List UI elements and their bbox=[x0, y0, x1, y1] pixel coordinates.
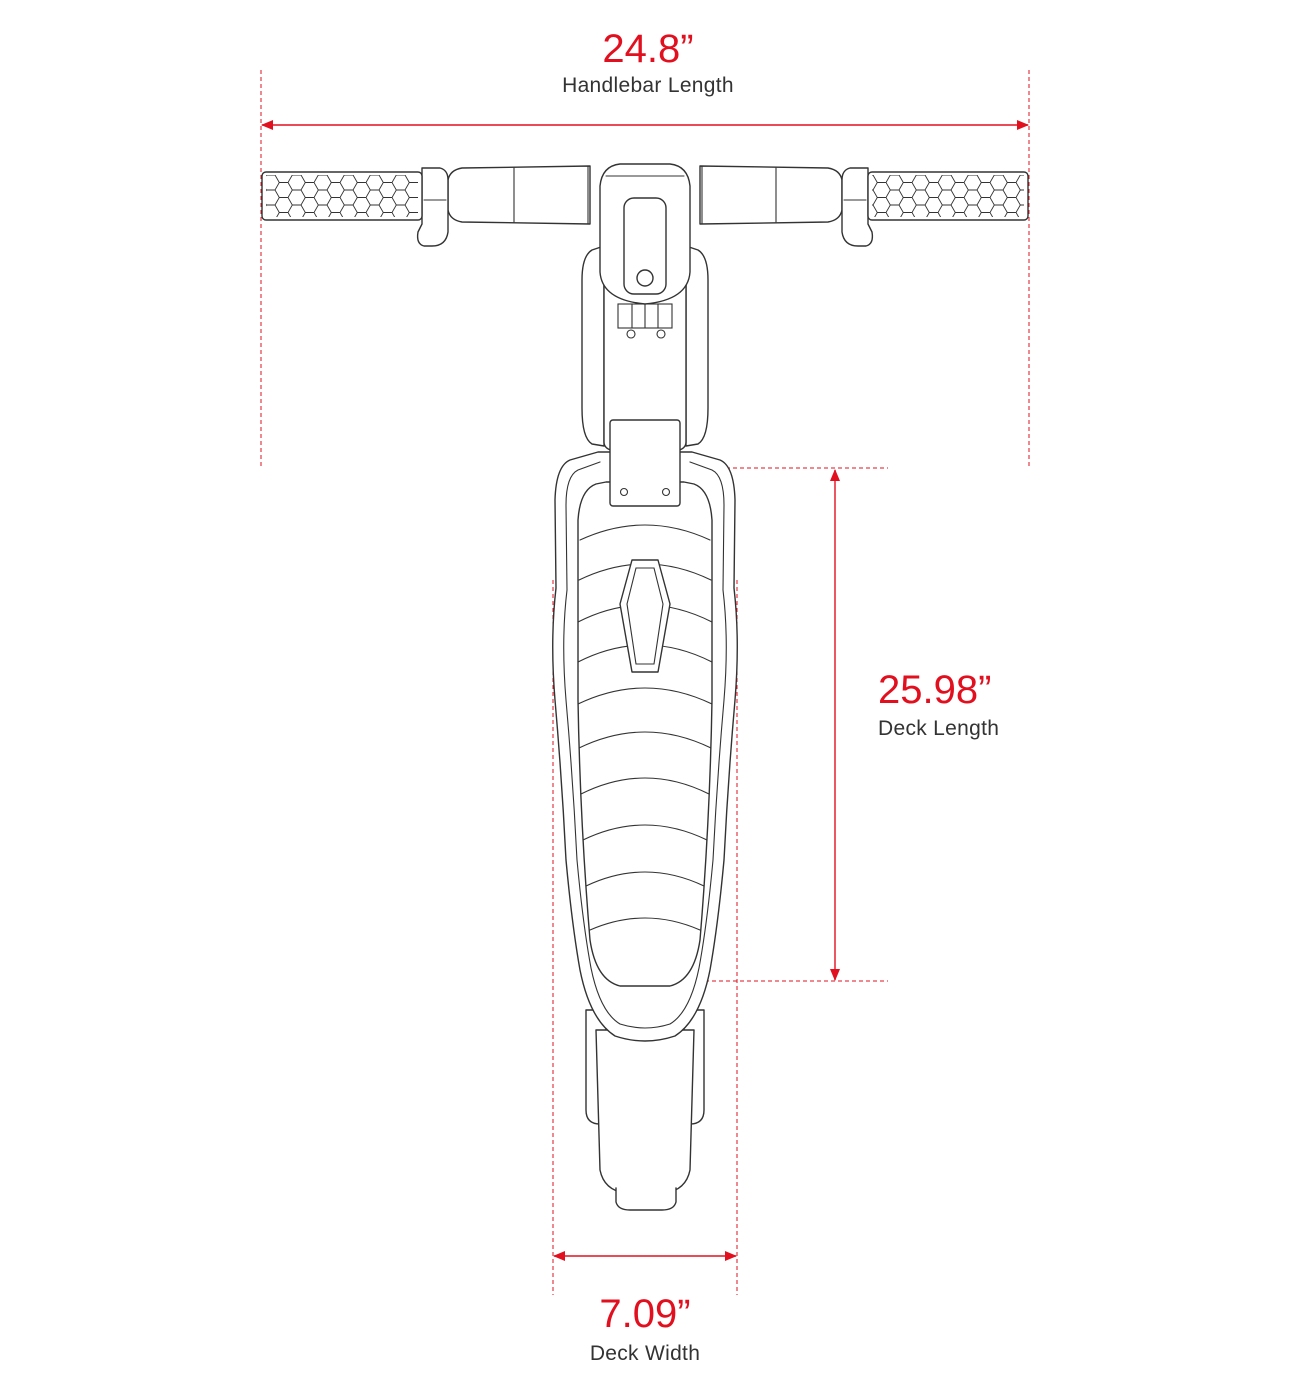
right-brake-lever bbox=[841, 167, 874, 247]
handlebar-length-value: 24.8” bbox=[602, 27, 693, 71]
brake-levers bbox=[416, 167, 874, 247]
deck-width-label: Deck Width bbox=[590, 1342, 700, 1365]
scooter-drawing bbox=[261, 163, 1029, 1211]
deck-width-value: 7.09” bbox=[599, 1292, 690, 1336]
handlebar bbox=[447, 165, 843, 225]
handlebar-length-label: Handlebar Length bbox=[562, 74, 734, 97]
deck-grip-area bbox=[577, 481, 713, 987]
deck bbox=[552, 451, 738, 1042]
handlebar-left-bar bbox=[447, 165, 591, 225]
handlebar-right-bar bbox=[699, 165, 843, 225]
display-screen bbox=[623, 197, 667, 295]
deck-width-dimension: 7.09” Deck Width bbox=[552, 580, 738, 1365]
deck-length-label: Deck Length bbox=[878, 717, 999, 740]
deck-length-value: 25.98” bbox=[878, 668, 991, 712]
folding-latch bbox=[609, 419, 681, 507]
handlebar-dimension: 24.8” Handlebar Length bbox=[260, 27, 1030, 468]
deck-length-dimension: 25.98” Deck Length bbox=[600, 467, 999, 982]
rear-fender bbox=[585, 1009, 705, 1211]
power-button-icon bbox=[636, 269, 654, 287]
head-unit bbox=[599, 163, 691, 305]
left-brake-lever bbox=[416, 167, 449, 247]
grips bbox=[261, 171, 1029, 221]
stem-side-rails bbox=[581, 245, 709, 447]
